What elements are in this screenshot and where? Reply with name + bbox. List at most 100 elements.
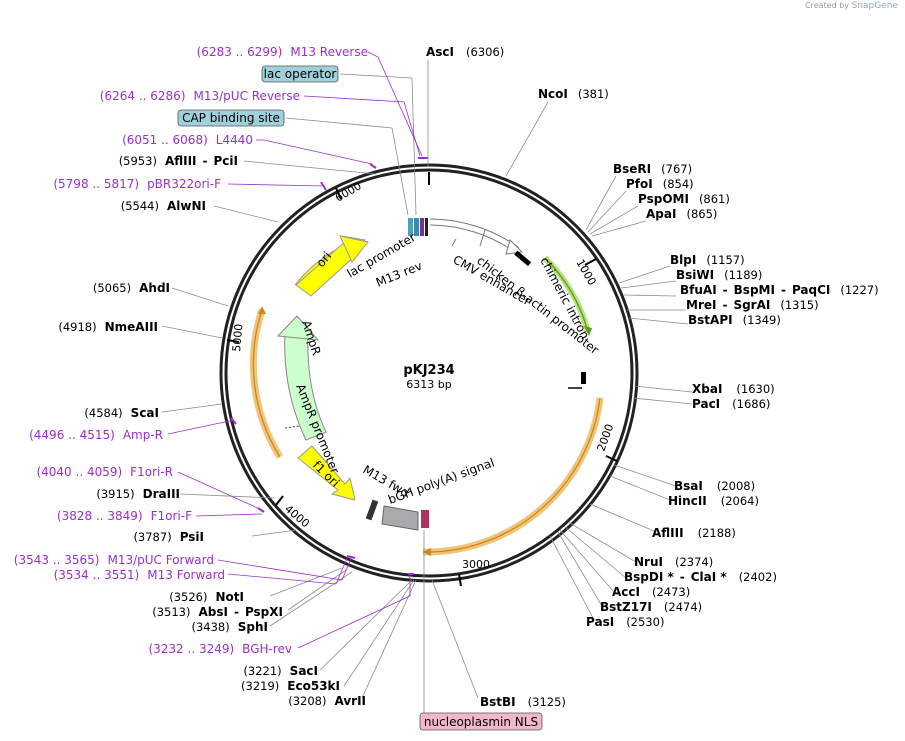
enzyme-blpi[interactable]: BlpI(1157): [670, 253, 745, 267]
enzyme-bsai[interactable]: BsaI(2008): [674, 479, 755, 493]
enzyme-pspomi[interactable]: PspOMI(861): [638, 192, 730, 206]
enzyme-xbai[interactable]: XbaI(1630): [692, 382, 775, 396]
cap-site-marker: [408, 218, 413, 236]
bgh-polya-shape: [381, 505, 419, 531]
cmv-promoter-arrowhead: [505, 239, 524, 255]
enzyme-mrei[interactable]: MreI-SgrAI(1315): [686, 298, 819, 312]
cmv-lead: [451, 238, 457, 247]
enzyme-draiii[interactable]: (3915)DraIII: [96, 487, 180, 501]
enzyme-sphi[interactable]: (3438)SphI: [192, 620, 269, 634]
primer-amp-r[interactable]: (4496 .. 4515)Amp-R: [29, 428, 163, 442]
ampr-promoter-divider: [284, 425, 301, 429]
enzyme-labels: AscI(6306) NcoI(381) BseRI(767) PfoI(854…: [58, 45, 878, 709]
leader-psii: [251, 529, 297, 537]
enzyme-bstapi[interactable]: BstAPI(1349): [688, 313, 781, 327]
enzyme-absi[interactable]: (3513)AbsI-PspXI: [152, 605, 283, 619]
backbone-inner: [224, 168, 634, 578]
lac-operator-box[interactable]: [261, 65, 339, 83]
enzyme-avrii[interactable]: (3208)AvrII: [288, 694, 366, 708]
enzyme-ncoi[interactable]: NcoI(381): [538, 87, 609, 101]
primer-m13puc-reverse[interactable]: (6264 .. 6286)M13/pUC Reverse: [100, 89, 300, 103]
leader-m13-reverse: [367, 51, 423, 157]
leader-blpi: [618, 265, 671, 284]
enzyme-noti[interactable]: (3526)NotI: [169, 590, 244, 604]
leader-pbr322: [227, 183, 325, 187]
highlight-arc-line: [422, 397, 601, 553]
enzyme-afliii-pci[interactable]: (5953)AflIII-PciI: [119, 154, 238, 168]
tick-label-6000: 6000: [333, 179, 364, 204]
leader-ampr-primer: [167, 419, 235, 435]
m13-fwd-marker: [365, 499, 379, 521]
enzyme-bstz17i[interactable]: BstZ17I(2474): [600, 600, 702, 614]
nls-marker: [421, 510, 429, 528]
leader-apai: [591, 220, 647, 237]
primer-f1ori-r[interactable]: (4040 .. 4059)F1ori-R: [36, 465, 173, 479]
leader-l4440: [256, 139, 373, 165]
cap-binding-site-box[interactable]: [177, 109, 285, 127]
primer-mark-ampr: [230, 417, 237, 425]
leader-m13puc-reverse: [303, 95, 421, 157]
plasmid-size: 6313 bp: [406, 378, 451, 391]
kozak-marker: [514, 250, 532, 267]
primer-pbr322ori-f[interactable]: (5798 .. 5817)pBR322ori-F: [53, 177, 221, 191]
lac-promoter-marker: [420, 218, 424, 236]
enzyme-bsiwi[interactable]: BsiWI(1189): [676, 268, 762, 282]
primer-mark-m13f: [346, 555, 356, 559]
backbone-outer: [219, 163, 639, 583]
leader-m13-forward: [227, 555, 349, 585]
tick-2000-mark: [605, 455, 618, 462]
primer-m13puc-forward[interactable]: (3543 .. 3565)M13/pUC Forward: [14, 553, 214, 567]
leader-sphi: [269, 571, 353, 627]
leader-bseri: [585, 175, 617, 231]
primer-m13-forward[interactable]: (3534 .. 3551)M13 Forward: [54, 568, 225, 582]
enzyme-pfoi[interactable]: PfoI(854): [626, 177, 694, 191]
leader-avrii: [361, 579, 417, 699]
leader-xbai: [633, 385, 693, 393]
primer-bgh-rev[interactable]: (3232 .. 3249)BGH-rev: [148, 642, 292, 656]
leader-afliii-pci: [243, 160, 377, 175]
nucleoplasmin-nls-box[interactable]: [419, 712, 543, 731]
primer-m13-reverse[interactable]: (6283 .. 6299)M13 Reverse: [197, 45, 368, 59]
leader-noti: [269, 567, 343, 597]
primer-f1ori-f[interactable]: (3828 .. 3849)F1ori-F: [57, 509, 192, 523]
tick-label-3000: 3000: [462, 558, 490, 571]
enzyme-nmeaiii[interactable]: (4918)NmeAIII: [58, 320, 158, 334]
tick-5000-mark: [226, 339, 240, 343]
enzyme-psii[interactable]: (3787)PsiI: [133, 530, 204, 544]
leader-f1ori-r: [177, 471, 263, 511]
leader-afliii: [589, 503, 655, 532]
primer-l4440[interactable]: (6051 .. 6068)L4440: [122, 133, 253, 147]
stop-marker: [581, 372, 586, 384]
enzyme-asci[interactable]: AscI(6306): [426, 45, 504, 59]
leader-pspomi: [589, 205, 639, 235]
enzyme-bstbi[interactable]: BstBI(3125): [480, 695, 566, 709]
chimeric-intron-arrowhead: [584, 326, 592, 336]
enzyme-alwni[interactable]: (5544)AlwNI: [121, 199, 206, 213]
enzyme-pasi[interactable]: PasI(2530): [586, 615, 664, 629]
leader-alwni: [213, 205, 279, 223]
tick-4000-mark: [275, 495, 284, 506]
enzyme-acci[interactable]: AccI(2473): [612, 585, 690, 599]
leader-ncoi: [505, 101, 549, 177]
enzyme-scai[interactable]: (4584)ScaI: [84, 406, 159, 420]
enzyme-saci[interactable]: (3221)SacI: [243, 664, 318, 678]
leader-f1ori-f: [195, 513, 263, 517]
leader-cap-site: [285, 117, 409, 216]
enzyme-hincii[interactable]: HincII(2064): [668, 494, 759, 508]
enzyme-eco53ki[interactable]: (3219)Eco53kI: [241, 679, 340, 693]
leader-lac-operator: [339, 73, 417, 216]
leader-m13puc-forward: [217, 555, 353, 581]
enzyme-apai[interactable]: ApaI(865): [646, 207, 717, 221]
chimeric-intron-line: [544, 257, 589, 333]
enzyme-paci[interactable]: PacI(1686): [692, 397, 770, 411]
enzyme-bseri[interactable]: BseRI(767): [613, 162, 692, 176]
leader-nrui: [567, 521, 637, 563]
enzyme-bspdi[interactable]: BspDI *-ClaI *(2402): [624, 570, 777, 584]
enzyme-nrui[interactable]: NruI(2374): [634, 555, 713, 569]
primer-leaders: [167, 51, 423, 649]
leader-bstbi: [431, 579, 479, 699]
enzyme-ahdi[interactable]: (5065)AhdI: [93, 281, 170, 295]
leader-hincii: [609, 475, 671, 501]
enzyme-afliii[interactable]: AflIII(2188): [652, 526, 736, 540]
enzyme-bfuai[interactable]: BfuAI-BspMI-PaqCI(1227): [680, 283, 879, 297]
